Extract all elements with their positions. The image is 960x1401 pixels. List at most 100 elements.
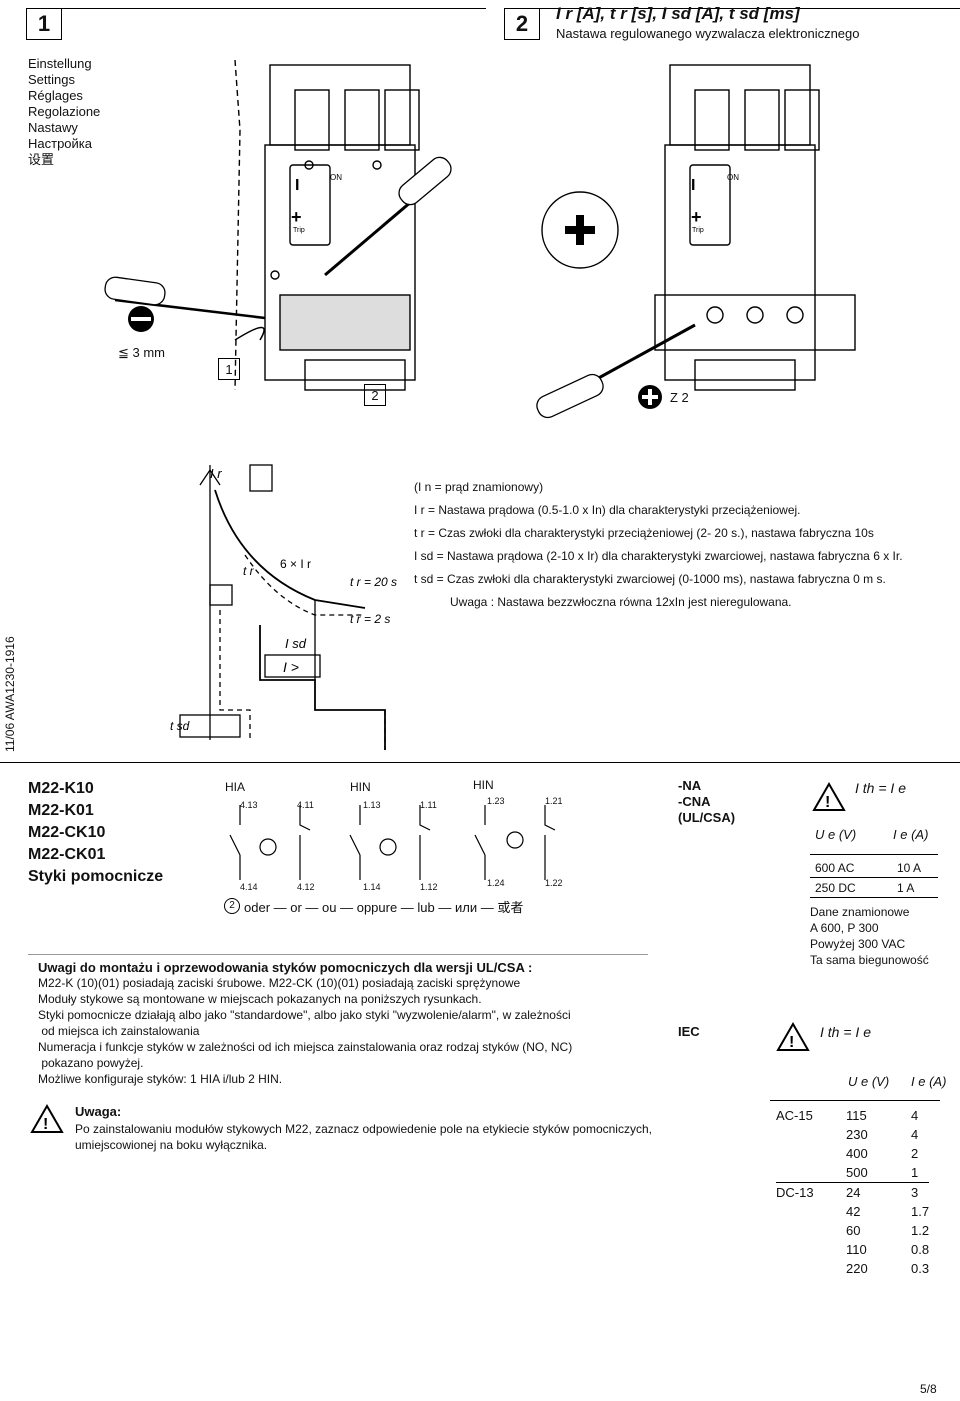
warning-icon: ! xyxy=(30,1104,64,1133)
screwdriver-size: ≦ 3 mm xyxy=(118,345,166,360)
label-121: 1.21 xyxy=(545,796,563,806)
breaker-left xyxy=(234,59,420,391)
ul-row-1-ue: 600 AC xyxy=(815,861,855,875)
legend-in: (I n = prąd znamionowy) xyxy=(414,480,544,494)
mounting-line: Numeracja i funkcje styków w zależności … xyxy=(38,1040,573,1054)
breaker-illustration: I ON + Trip I ON + Trip xyxy=(104,59,856,419)
ul-row-2-ie: 1 A xyxy=(897,881,915,895)
label-113: 1.13 xyxy=(363,800,381,810)
model-styki: Styki pomocnicze xyxy=(28,868,164,885)
step1-box: 1 xyxy=(26,8,62,40)
contact-hin-2: HIN xyxy=(473,778,494,792)
trip-curve-diagram: I r t r 6 × I r t r = 20 s t r = 2 s I s… xyxy=(170,464,397,750)
label-411: 4.11 xyxy=(297,800,314,810)
curve-tr2: t r = 2 s xyxy=(350,612,390,626)
lang-zh: 设置 xyxy=(28,152,55,167)
header-rule-1 xyxy=(62,8,486,9)
mounting-line: M22-K (10)(01) posiadają zaciski śrubowe… xyxy=(38,976,521,990)
label-122: 1.22 xyxy=(545,878,563,888)
model-ck01: M22-CK01 xyxy=(28,846,106,863)
legend-uwaga: Uwaga : Nastawa bezzwłoczna równa 12xIn … xyxy=(450,595,792,609)
mounting-notes: M22-K (10)(01) posiadają zaciski śrubowe… xyxy=(38,975,572,1087)
ul-label-ulcsa: (UL/CSA) xyxy=(678,810,736,825)
right-panel-divider xyxy=(668,772,669,852)
ul-col-ie: I e (A) xyxy=(893,827,929,842)
ul-bottom-rule xyxy=(810,897,938,898)
label-412: 4.12 xyxy=(297,882,315,892)
iec-header-rule xyxy=(770,1100,940,1101)
lang-en: Settings xyxy=(28,72,75,87)
mounting-line: Moduły stykowe są montowane w miejscach … xyxy=(38,992,482,1006)
legend-tsd: t sd = Czas zwłoki dla charakterystyki z… xyxy=(414,572,886,586)
section-divider xyxy=(0,762,960,763)
ul-label-na: -NA xyxy=(678,778,702,793)
ul-label-cna: -CNA xyxy=(678,794,711,809)
ul-notes: Dane znamionowe A 600, P 300 Powyżej 300… xyxy=(810,904,929,968)
mounting-rule xyxy=(28,954,648,955)
svg-text:+: + xyxy=(291,207,302,227)
model-k01: M22-K01 xyxy=(28,802,94,819)
contact-symbols xyxy=(229,805,556,880)
curve-tr: t r xyxy=(243,564,255,578)
ul-note: Powyżej 300 VAC xyxy=(810,937,906,951)
model-k10: M22-K10 xyxy=(28,780,94,797)
oder-line: oder — or — ou — oppure — lub — или — 或者 xyxy=(244,900,524,915)
step2-box: 2 xyxy=(504,8,540,40)
label-413: 4.13 xyxy=(240,800,258,810)
svg-text:!: ! xyxy=(789,1034,794,1051)
page-number: 5/8 xyxy=(920,1382,937,1396)
circle-2-label: 2 xyxy=(224,898,240,914)
ul-note: A 600, P 300 xyxy=(810,921,879,935)
contact-hin-1: HIN xyxy=(350,780,371,794)
callout-1: 1 xyxy=(218,358,240,380)
legend-isd: I sd = Nastawa prądowa (2-10 x Ir) dla c… xyxy=(414,549,903,563)
mounting-line: Możliwe konfiguraje styków: 1 HIA i/lub … xyxy=(38,1072,283,1086)
model-list: M22-K10 M22-K01 M22-CK10 M22-CK01 Styki … xyxy=(28,778,163,888)
settings-subtitle: Nastawa regulowanego wyzwalacza elektron… xyxy=(556,26,860,41)
on-label-left: ON xyxy=(330,173,342,182)
dial-zoom-icon xyxy=(541,191,619,269)
curve-tsd: t sd xyxy=(170,719,190,733)
ul-row-rule xyxy=(810,877,938,878)
svg-text:I: I xyxy=(295,177,299,194)
legend-tr: t r = Czas zwłoki dla charakterystyki pr… xyxy=(414,526,874,540)
label-123: 1.23 xyxy=(487,796,505,806)
screwdriver-3 xyxy=(536,323,696,419)
warning-text-2: umiejscowionej na boku wyłącznika. xyxy=(75,1138,268,1152)
screwdriver-2 xyxy=(324,156,452,277)
label-124: 1.24 xyxy=(487,878,505,888)
language-list: Einstellung Settings Réglages Regolazion… xyxy=(28,56,100,168)
screwdriver-1 xyxy=(104,276,266,320)
warning-text-1: Po zainstalowaniu modułów stykowych M22,… xyxy=(75,1122,652,1136)
mounting-line: od miejsca ich zainstalowania xyxy=(38,1024,200,1038)
svg-text:!: ! xyxy=(825,794,830,811)
lang-pl: Nastawy xyxy=(28,120,78,135)
iec-warning-icon: ! xyxy=(776,1022,810,1051)
curve-i-gt: I > xyxy=(283,659,299,675)
mounting-heading: Uwagi do montażu i oprzewodowania styków… xyxy=(38,960,533,975)
curve-ir: I r xyxy=(210,466,222,481)
curve-tr20: t r = 20 s xyxy=(350,575,397,589)
mounting-line: Styki pomocnicze działają albo jako "sta… xyxy=(38,1008,571,1022)
contact-hia: HIA xyxy=(225,780,246,794)
ul-row-2-ue: 250 DC xyxy=(815,881,856,895)
svg-text:I: I xyxy=(691,177,695,194)
mounting-line: pokazano powyżej. xyxy=(38,1056,144,1070)
callout-2: 2 xyxy=(364,384,386,406)
trip-label-left: Trip xyxy=(293,227,305,234)
lang-ru: Настройка xyxy=(28,136,92,151)
ul-header-rule xyxy=(810,854,938,855)
model-ck10: M22-CK10 xyxy=(28,824,106,841)
z2-label: Z 2 xyxy=(670,390,689,405)
label-414: 4.14 xyxy=(240,882,258,892)
ul-label: -NA -CNA (UL/CSA) xyxy=(678,778,735,826)
